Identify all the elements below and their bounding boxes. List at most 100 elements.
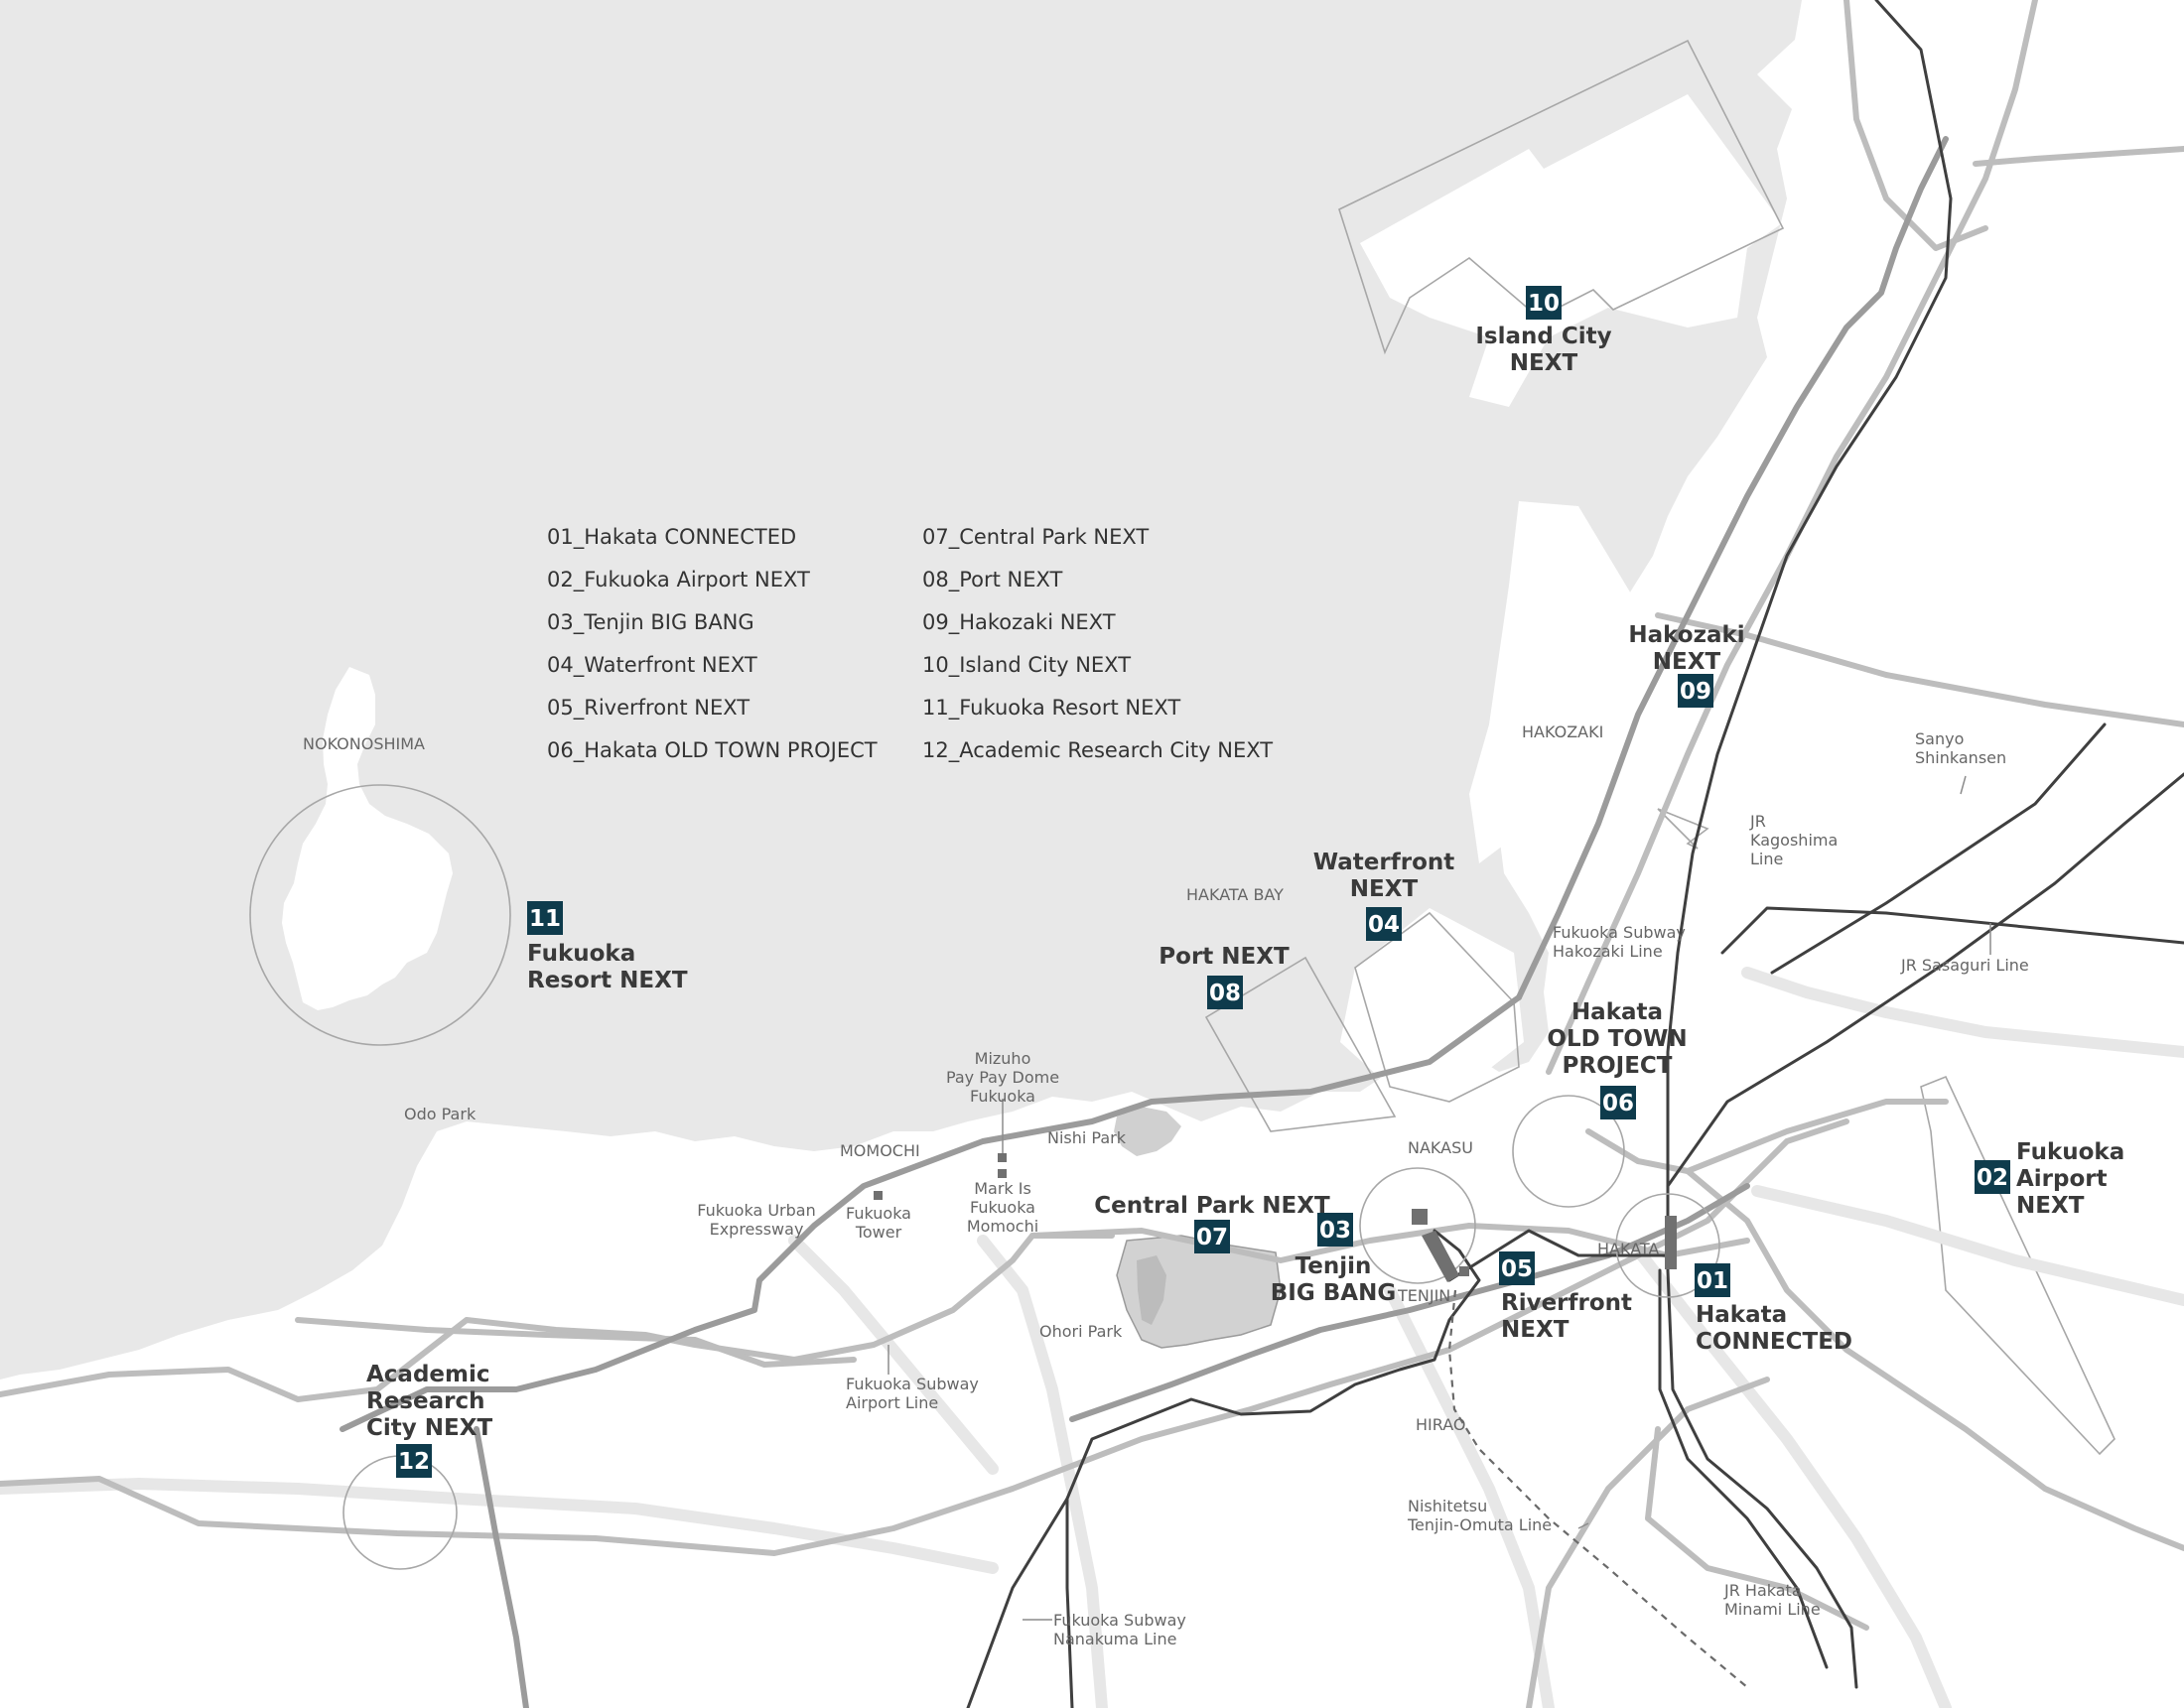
light-road-6: [1751, 1185, 2184, 1306]
place-nishitetsu-line: Tenjin-Omuta Line: [1407, 1515, 1552, 1534]
airport-outline: [1920, 1075, 2116, 1456]
place-subway-hakozaki-line: Fukuoka Subway: [1553, 923, 1686, 942]
leader-shinkansen: [1960, 775, 1967, 795]
legend-item-12: 12_Academic Research City NEXT: [922, 738, 1273, 763]
badge-number: 07: [1196, 1225, 1228, 1250]
badge-number: 09: [1680, 679, 1711, 705]
legend-item-04: 04_Waterfront NEXT: [547, 653, 757, 678]
jr-kagoshima-line: [1666, 0, 1953, 1689]
place-nishi-park-line: Nishi Park: [1047, 1128, 1127, 1147]
place-jr-hakata-minami-line: Minami Line: [1724, 1600, 1821, 1619]
fukuoka-tower-marker: [874, 1191, 883, 1200]
place-jr-sasaguri-line: JR Sasaguri Line: [1900, 956, 2029, 975]
place-subway-hakozaki-line: Hakozaki Line: [1553, 942, 1663, 961]
place-subway-airport-line-line: Fukuoka Subway: [846, 1375, 979, 1393]
project-label-line: Tenjin: [1296, 1253, 1372, 1279]
badge-box: [1366, 907, 1402, 941]
project-badges: 01 02 03 04 05 06 07 08 09 10 11 12: [396, 286, 2010, 1478]
project-badge-10[interactable]: 10: [1526, 286, 1562, 320]
project-label-line: Port NEXT: [1159, 944, 1290, 970]
project-label-line: City NEXT: [366, 1415, 492, 1441]
place-paypay-dome-line: Mizuho: [975, 1049, 1031, 1068]
project-badge-06[interactable]: 06: [1600, 1086, 1636, 1119]
medium-road-west: [0, 1233, 1115, 1402]
project-label-line: Hakata: [1571, 999, 1663, 1025]
project-badge-05[interactable]: 05: [1499, 1251, 1535, 1285]
legend-item-11: 11_Fukuoka Resort NEXT: [922, 696, 1180, 721]
island-city-land: [1360, 94, 1782, 407]
light-road-5: [1632, 1245, 1952, 1708]
legend-item-03: 03_Tenjin BIG BANG: [547, 610, 754, 635]
island-city-outline: [1338, 39, 1785, 355]
place-subway-nanakuma-line: Fukuoka Subway: [1053, 1611, 1186, 1630]
area-ring-old-town: [1512, 1095, 1625, 1208]
hakozaki-area-outline: [1657, 808, 1709, 850]
leader-nishitetsu: [1577, 1522, 1589, 1529]
badge-number: 12: [398, 1449, 430, 1475]
project-badge-04[interactable]: 04: [1366, 907, 1402, 941]
place-odo-park-line: Odo Park: [404, 1105, 477, 1123]
medium-road-mid: [295, 1317, 857, 1368]
project-label-line: Hakozaki: [1628, 622, 1744, 648]
project-badge-12[interactable]: 12: [396, 1444, 432, 1478]
expressway-north: [1516, 136, 1949, 1000]
badge-number: 02: [1977, 1165, 2008, 1191]
legend-item-08: 08_Port NEXT: [922, 568, 1063, 592]
project-badge-02[interactable]: 02: [1975, 1160, 2010, 1194]
project-label-line: NEXT: [1350, 876, 1419, 902]
place-hakata-line: HAKATA: [1597, 1240, 1659, 1258]
legend-item-06: 06_Hakata OLD TOWN PROJECT: [547, 738, 878, 763]
place-sanyo-shinkansen-line: Sanyo: [1915, 729, 1964, 748]
project-legend: 01_Hakata CONNECTED 02_Fukuoka Airport N…: [547, 525, 1273, 763]
place-odo-park: Odo Park: [404, 1105, 477, 1123]
sanyo-shinkansen-branch: [1770, 723, 2107, 975]
place-jr-sasaguri: JR Sasaguri Line: [1900, 956, 2029, 975]
mark-is-marker: [998, 1169, 1007, 1178]
badge-box: [1317, 1213, 1353, 1247]
medium-road-east-a: [1843, 0, 1988, 251]
place-fukuoka-tower-line: Fukuoka: [846, 1204, 911, 1223]
badge-number: 04: [1368, 912, 1400, 938]
place-fukuoka-tower-line: Tower: [855, 1223, 902, 1242]
project-label-line: Island City: [1475, 324, 1611, 349]
badge-number: 08: [1209, 981, 1241, 1006]
project-badge-11[interactable]: 11: [527, 901, 563, 935]
place-nakasu-line: NAKASU: [1408, 1138, 1473, 1157]
badge-box: [1600, 1086, 1636, 1119]
project-badge-08[interactable]: 08: [1207, 976, 1243, 1009]
project-badge-07[interactable]: 07: [1194, 1220, 1230, 1253]
medium-road-south: [0, 1118, 1849, 1556]
place-tenjin-line: TENJIN: [1397, 1286, 1450, 1305]
project-badge-09[interactable]: 09: [1678, 674, 1713, 708]
project-label-line: Academic: [366, 1362, 490, 1387]
project-label-line: NEXT: [1653, 649, 1721, 675]
place-jr-hakata-minami-line: JR Hakata: [1723, 1581, 1802, 1600]
project-label-line: NEXT: [1510, 350, 1578, 376]
project-label-line: Fukuoka: [2016, 1139, 2124, 1165]
badge-box: [1207, 976, 1243, 1009]
place-urban-expressway-line: Expressway: [710, 1220, 804, 1239]
place-tenjin: TENJIN: [1397, 1286, 1450, 1305]
project-label-line: Resort NEXT: [527, 968, 688, 993]
waterfront-land: [1340, 908, 1524, 1087]
light-road-2: [788, 1235, 999, 1475]
project-badge-03[interactable]: 03: [1317, 1213, 1353, 1247]
place-momochi: MOMOCHI: [840, 1141, 920, 1160]
project-badge-01[interactable]: 01: [1695, 1263, 1730, 1297]
badge-number: 01: [1697, 1268, 1728, 1294]
place-nokonoshima: NOKONOSHIMA: [303, 734, 425, 753]
project-label-line: Airport: [2016, 1166, 2108, 1192]
badge-number: 03: [1319, 1218, 1351, 1244]
light-road-1: [0, 1478, 999, 1574]
badge-box: [1499, 1251, 1535, 1285]
